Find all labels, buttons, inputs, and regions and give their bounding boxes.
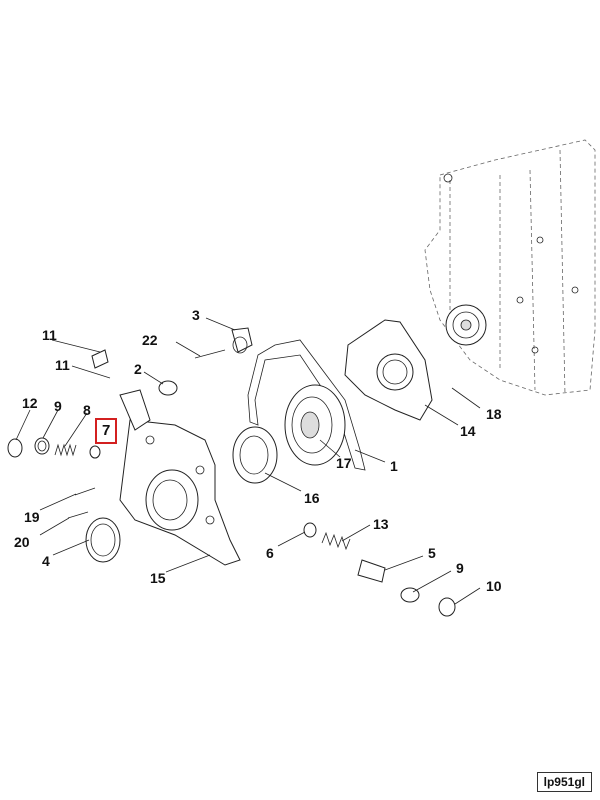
bolt-21: [67, 511, 89, 519]
reference-code: lp951gl: [536, 772, 592, 792]
plug-10: [438, 597, 456, 617]
gasket-plate-15: [344, 319, 433, 421]
engine-block: [424, 139, 596, 396]
callout-8: 8: [83, 402, 91, 418]
sleeve-12: [91, 349, 109, 369]
callout-4: 4: [42, 553, 50, 569]
callout-19: 18: [486, 406, 502, 422]
ring-2: [158, 380, 178, 396]
bolt-22: [194, 349, 226, 359]
callout-3: 3: [192, 307, 200, 323]
callout-18: 17: [336, 455, 352, 471]
callout-17: 16: [304, 490, 320, 506]
seal-4: [85, 517, 121, 563]
housing-3: [231, 327, 253, 354]
plug-6: [303, 522, 317, 538]
plug-13: [7, 438, 23, 458]
callout-1: 1: [390, 458, 398, 474]
callout-22: 22: [142, 332, 158, 348]
callout-6: 6: [266, 545, 274, 561]
callout-11: 11: [55, 357, 70, 373]
gear-ring-17: [232, 426, 278, 484]
callout-16: 15: [150, 570, 166, 586]
callout-7-highlighted: 7: [95, 418, 118, 444]
callout-20: 19: [24, 509, 40, 525]
callout-12: 11: [42, 327, 57, 343]
leader-lines: [15, 317, 481, 605]
callout-2: 2: [134, 361, 142, 377]
callout-21: 20: [14, 534, 30, 550]
callout-15: 14: [460, 423, 476, 439]
oring-9-left: [34, 437, 50, 455]
callout-10: 10: [486, 578, 502, 594]
rotor-18: [284, 384, 346, 466]
spring-8: [54, 443, 101, 459]
callout-5: 5: [428, 545, 436, 561]
valve-5: [357, 559, 386, 583]
front-cover-16: [119, 389, 241, 566]
callout-9-right: 9: [456, 560, 464, 576]
callout-9-left: 9: [54, 398, 62, 414]
spring-14: [321, 531, 351, 551]
bolt-20: [74, 487, 96, 496]
callout-14: 13: [373, 516, 389, 532]
callout-13: 12: [22, 395, 38, 411]
